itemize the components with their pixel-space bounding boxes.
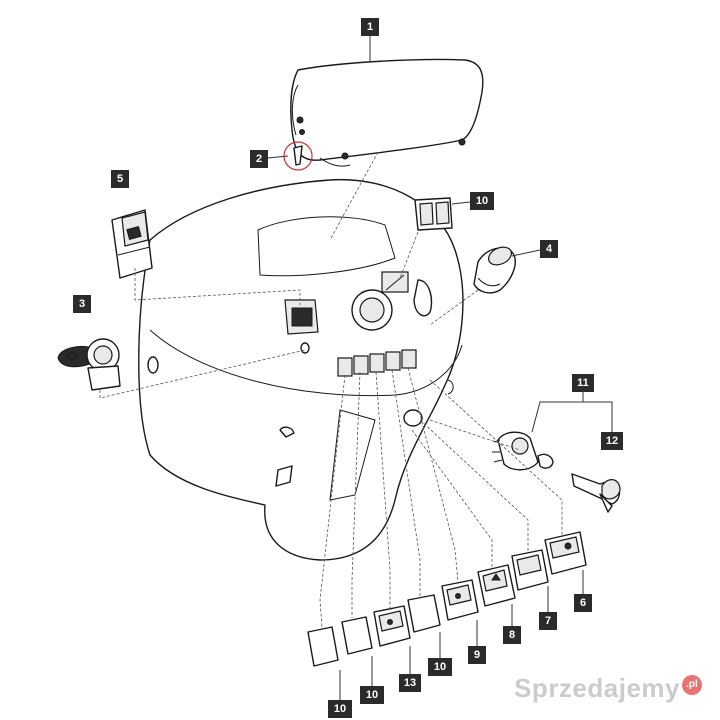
- svg-text:9: 9: [474, 649, 480, 661]
- svg-text:5: 5: [117, 173, 123, 185]
- callout-10-d: 10: [328, 700, 352, 718]
- switch-7-part: [511, 549, 549, 591]
- callout-8: 8: [503, 626, 521, 644]
- svg-text:13: 13: [404, 677, 416, 689]
- ignition-key-part: [571, 473, 621, 513]
- watermark-badge: .pl: [682, 675, 702, 695]
- switch-6-part: [544, 531, 587, 575]
- callout-12: 12: [601, 432, 623, 450]
- leader-lines: [99, 36, 613, 700]
- svg-text:7: 7: [545, 615, 551, 627]
- svg-text:6: 6: [580, 597, 586, 609]
- ignition-switch-part: [492, 431, 554, 471]
- callout-7: 7: [539, 612, 557, 630]
- switch-row-parts: [307, 531, 587, 667]
- switch-9-part: [441, 579, 479, 621]
- callout-2: 2: [250, 150, 268, 168]
- svg-text:8: 8: [509, 629, 515, 641]
- switch-cutouts-row: [337, 349, 417, 377]
- svg-text:10: 10: [334, 703, 346, 715]
- callout-1: 1: [361, 18, 379, 36]
- svg-text:12: 12: [606, 435, 618, 447]
- svg-text:10: 10: [366, 689, 378, 701]
- instrument-cluster-part: [290, 58, 484, 167]
- switch-10-part-b: [341, 616, 373, 655]
- svg-text:11: 11: [577, 377, 589, 389]
- svg-text:10: 10: [476, 195, 488, 207]
- callout-10-c: 10: [360, 686, 384, 704]
- svg-text:10: 10: [434, 661, 446, 673]
- svg-text:1: 1: [367, 21, 373, 33]
- double-switch-part: [414, 197, 453, 231]
- svg-text:2: 2: [256, 153, 262, 165]
- rotary-switch-part: [57, 338, 121, 391]
- callout-3: 3: [73, 295, 91, 313]
- switch-10-part-c: [307, 626, 339, 667]
- switch-13-part: [373, 605, 411, 647]
- callout-5: 5: [111, 170, 129, 188]
- svg-text:3: 3: [79, 298, 85, 310]
- callout-10-top: 10: [470, 192, 494, 210]
- callout-10-b: 10: [428, 658, 452, 676]
- callout-11: 11: [572, 374, 594, 392]
- svg-text:4: 4: [546, 243, 553, 255]
- switch-10-part-a: [407, 594, 441, 633]
- callout-13: 13: [399, 674, 421, 692]
- knob-cap-part: [473, 246, 516, 294]
- switch-8-part: [477, 564, 516, 607]
- callout-6: 6: [574, 594, 592, 612]
- dashboard-housing: [138, 178, 464, 561]
- rocker-switch-part: [111, 209, 153, 279]
- callout-4: 4: [540, 240, 558, 258]
- callout-9: 9: [468, 646, 486, 664]
- watermark-text: Sprzedajemy: [514, 673, 680, 703]
